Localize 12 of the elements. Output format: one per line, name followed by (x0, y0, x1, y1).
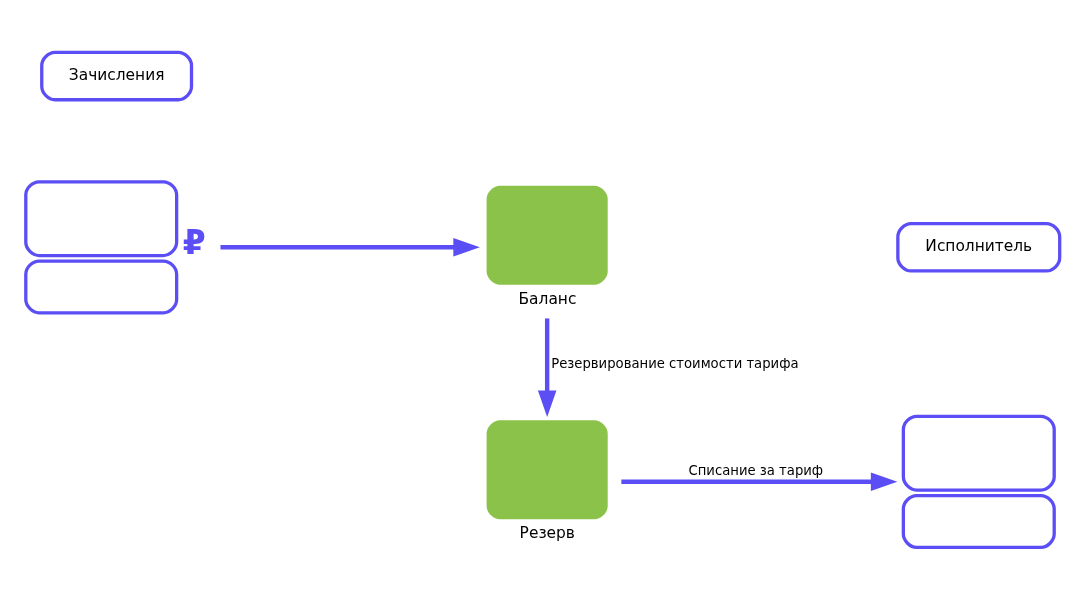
arrow (220, 237, 480, 257)
node-box (486, 185, 608, 285)
node-label: Резерв (519, 523, 575, 542)
edge-label: Резервирование стоимости тарифа (551, 355, 799, 371)
node-box (486, 419, 608, 519)
node-box: Исполнитель (896, 221, 1062, 273)
node-label: ₽ (182, 222, 206, 262)
edge-label: Списание за тариф (688, 462, 824, 478)
arrow (537, 317, 557, 417)
node-box: Зачисления (40, 50, 194, 101)
arrow (621, 472, 898, 491)
node-label: Баланс (518, 289, 577, 308)
